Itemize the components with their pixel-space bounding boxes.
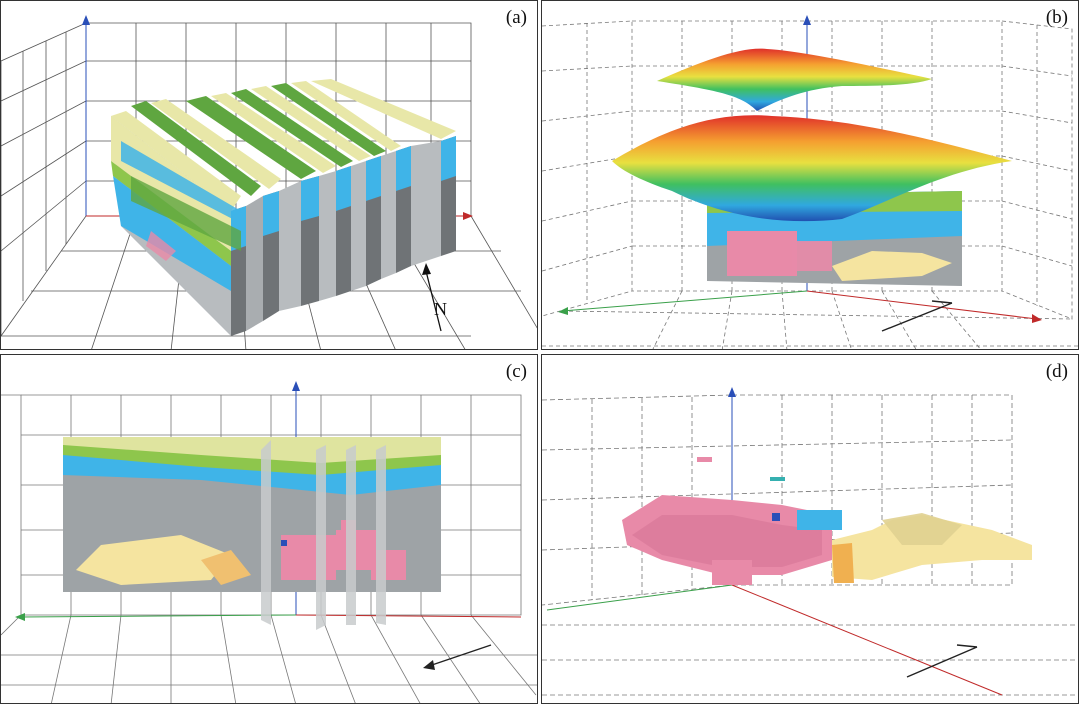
north-arrow-icon — [423, 660, 435, 670]
north-arrow-icon — [931, 300, 953, 304]
lower-surface — [612, 115, 1012, 222]
panel-b-north-arrow — [881, 302, 953, 332]
panel-c-label: (c) — [505, 361, 527, 382]
panel-b-label: (b) — [1045, 7, 1068, 28]
axis-y-arrow-icon — [15, 613, 25, 621]
panel-a-scene — [1, 15, 537, 349]
panel-a-north-line — [425, 270, 442, 332]
panel-c-north-arrow — [425, 644, 492, 668]
panel-c: (c) — [0, 354, 538, 704]
panel-a-label: (a) — [505, 7, 527, 28]
axis-x — [295, 614, 522, 618]
axis-z-arrow-icon — [292, 381, 300, 391]
north-arrow-icon — [422, 263, 431, 275]
north-label: N — [434, 299, 447, 319]
panel-c-scene — [1, 381, 537, 703]
axis-y-arrow-icon — [558, 307, 568, 315]
panel-d: (d) — [541, 354, 1079, 704]
panel-b-scene — [542, 15, 1078, 349]
axis-y — [20, 614, 297, 618]
panel-b: (b) — [541, 0, 1079, 350]
axis-z-arrow-icon — [803, 15, 811, 25]
axis-x-arrow-icon — [463, 212, 473, 220]
upper-surface — [657, 48, 932, 111]
panel-a-block — [111, 79, 456, 336]
panel-d-orebody — [622, 457, 1032, 585]
axis-y — [561, 290, 808, 312]
panel-d-scene — [542, 387, 1078, 696]
panel-a: (a) N — [0, 0, 538, 350]
axis-z-arrow-icon — [82, 15, 90, 25]
panel-d-north-arrow — [906, 646, 978, 678]
axis-x-arrow-icon — [1032, 314, 1042, 323]
axis-x — [731, 584, 1003, 696]
axis-z-arrow-icon — [728, 387, 736, 397]
north-arrow-icon — [956, 644, 978, 648]
axis-x — [806, 290, 1038, 320]
axis-y — [546, 584, 733, 611]
panel-d-label: (d) — [1045, 361, 1068, 382]
panel-c-block — [63, 437, 441, 630]
